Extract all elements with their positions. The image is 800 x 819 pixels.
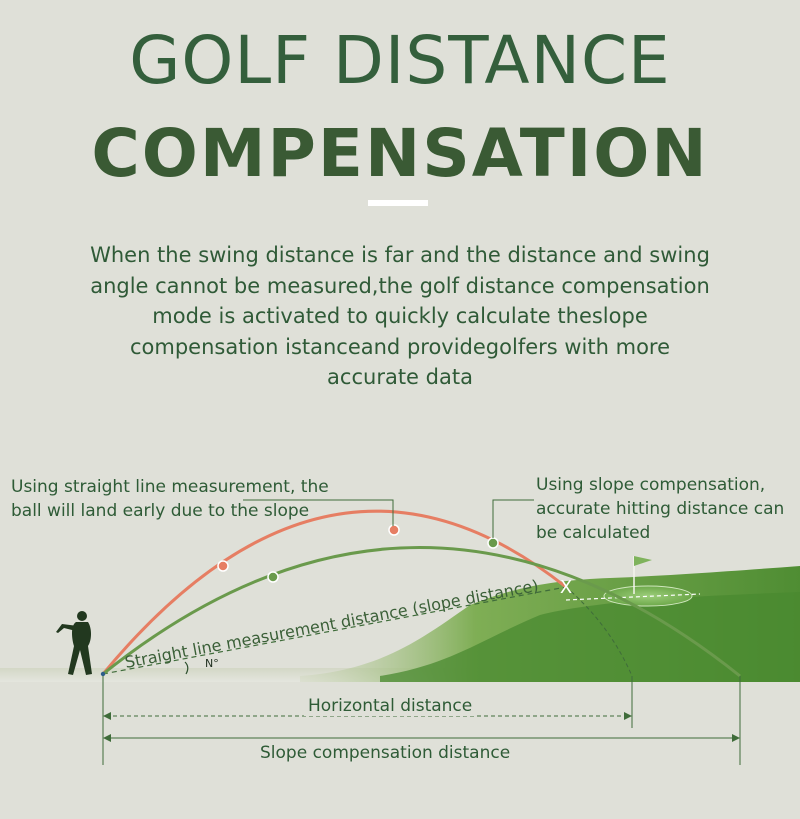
left-note-leader <box>243 499 394 526</box>
angle-label: N° <box>205 657 219 670</box>
hill-lower <box>380 592 800 682</box>
title-divider <box>368 200 428 206</box>
horizontal-distance-label: Horizontal distance <box>304 696 477 716</box>
green-marker-1 <box>267 571 279 583</box>
straight-line-measurement <box>102 586 567 675</box>
slope-compensation-label: Slope compensation distance <box>256 743 515 763</box>
golfer-icon <box>56 611 92 675</box>
slope-arrow-right <box>732 734 740 742</box>
horizontal-arrow-left <box>103 712 111 720</box>
green-marker-2 <box>487 537 499 549</box>
right-note-leader <box>492 499 534 538</box>
green-guide-line <box>565 593 701 601</box>
slope-arrow-left <box>103 734 111 742</box>
flag-icon <box>633 556 652 594</box>
orange-marker-1 <box>217 560 229 572</box>
orange-marker-2 <box>388 524 400 536</box>
tee-point <box>100 671 106 677</box>
left-note: Using straight line measurement, the bal… <box>11 477 329 521</box>
angle-arc <box>184 661 189 675</box>
description-text: When the swing distance is far and the d… <box>90 243 710 389</box>
right-note: Using slope compensation, accurate hitti… <box>536 475 785 543</box>
landing-mark: X <box>560 577 572 598</box>
horizontal-arrow-right <box>624 712 632 720</box>
title-line-1: GOLF DISTANCE <box>129 22 671 99</box>
orange-trajectory <box>101 509 567 675</box>
title-line-2: COMPENSATION <box>91 115 709 192</box>
trajectory-continuation <box>565 586 633 677</box>
green-trajectory <box>102 546 741 678</box>
